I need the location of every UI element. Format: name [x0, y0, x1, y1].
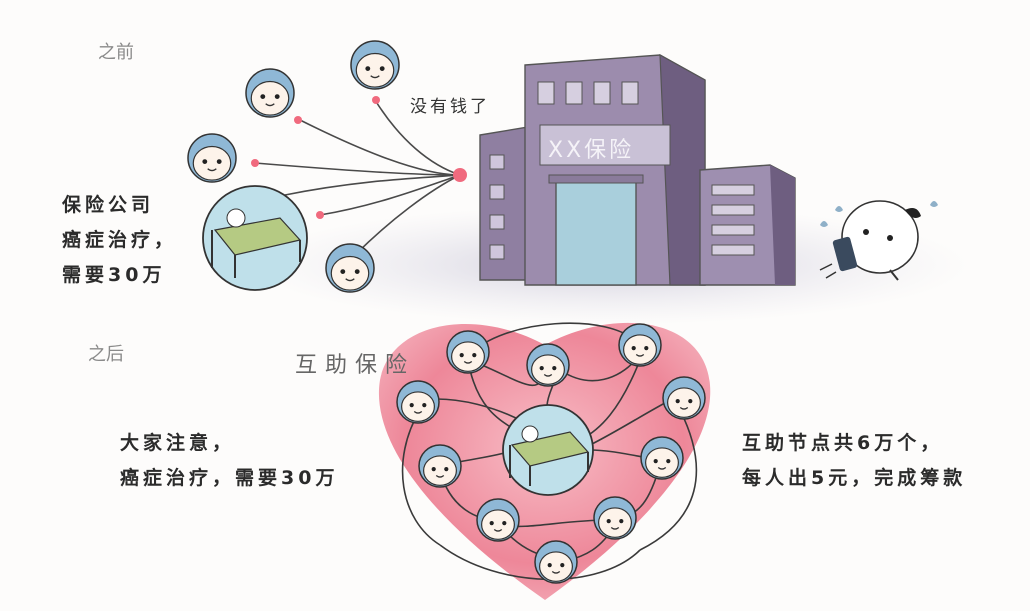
patient-bubble-after [502, 404, 594, 496]
character-face [618, 323, 662, 367]
character-face [593, 496, 637, 540]
character-face [325, 243, 375, 293]
patient-bubble-before [202, 185, 308, 291]
insurer-sign: XX保险 [548, 138, 635, 163]
after-left-line-1: 大家注意， [120, 432, 236, 454]
character-face [534, 540, 578, 584]
character-face [245, 68, 295, 118]
caption-line-2: 癌症治疗， [62, 229, 178, 251]
before-label: 之前 [98, 42, 134, 63]
character-face [446, 330, 490, 374]
caption-line-3: 需要30万 [62, 264, 166, 286]
character-face [640, 436, 684, 480]
character-face [187, 133, 237, 183]
character-face [526, 343, 570, 387]
faces-layer [187, 40, 706, 584]
after-right-line-2: 每人出5元，完成筹款 [742, 467, 967, 489]
after-label: 之后 [88, 344, 124, 365]
caption-line-1: 保险公司 [62, 194, 155, 216]
running-character [819, 200, 938, 281]
after-left-line-2: 癌症治疗，需要30万 [120, 467, 339, 489]
after-right-line-1: 互助节点共6万个， [742, 432, 944, 454]
character-face [476, 498, 520, 542]
character-face [350, 40, 400, 90]
character-face [662, 376, 706, 420]
character-face [418, 444, 462, 488]
no-money-text: 没有钱了 [410, 97, 490, 117]
before-connection-lines [254, 99, 461, 256]
character-face [396, 380, 440, 424]
after-title: 互助保险 [295, 353, 416, 378]
insurance-building [479, 53, 796, 286]
